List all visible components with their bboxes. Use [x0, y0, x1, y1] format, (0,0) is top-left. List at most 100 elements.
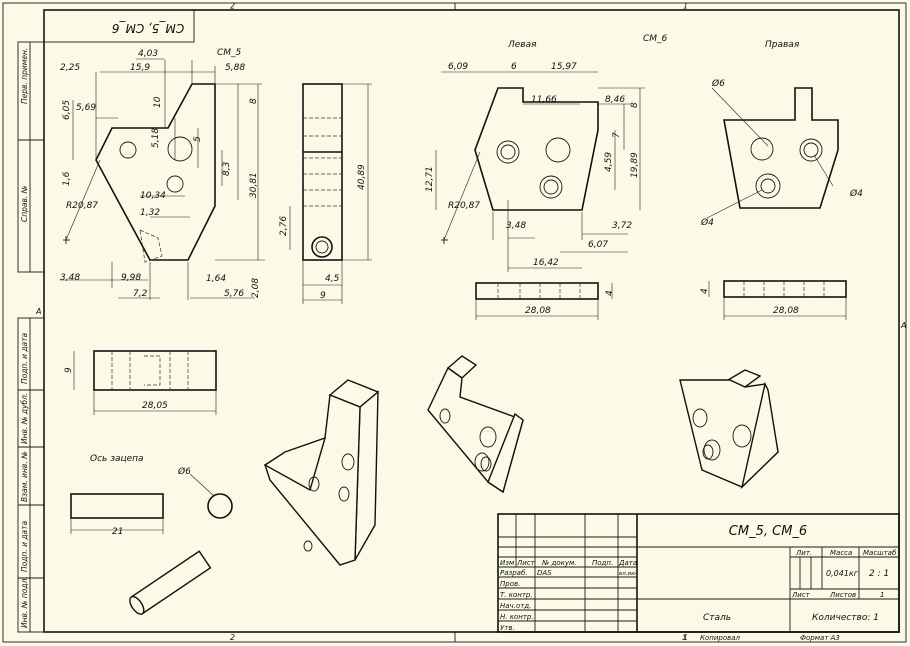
- dim-15-9: 15,9: [130, 63, 150, 73]
- tb-col-podp: Подп.: [592, 559, 613, 567]
- dim-10-34: 10,34: [140, 191, 166, 201]
- tb-row-nkontr: Н. контр.: [500, 613, 534, 621]
- cm5-bottom-view: 9 28,05: [64, 350, 217, 415]
- field-vzam-inv: Взам. инв. №: [20, 451, 29, 502]
- cm6-left-bottom-view: 4 28,08: [475, 282, 615, 320]
- dim-8-3: 8,3: [222, 161, 232, 176]
- field-sprav-no: Справ. №: [20, 185, 29, 222]
- tb-row-tkontr: Т. контр.: [500, 591, 533, 599]
- tb-format: Формат A3: [800, 634, 840, 642]
- right-label: Правая: [765, 40, 800, 50]
- dim-40-89: 40,89: [357, 164, 367, 190]
- tb-row-utv: Утв.: [500, 624, 515, 632]
- dim-9-side: 9: [320, 291, 326, 301]
- title-block-name: СМ_5, СМ_6: [729, 524, 807, 539]
- dim-11-66: 11,66: [531, 95, 557, 105]
- zone-bottom-right: 1: [683, 633, 688, 642]
- dim-12-71: 12,71: [425, 166, 435, 192]
- dim-8-b: 8: [630, 102, 640, 108]
- cm6-left-isometric: [427, 355, 524, 494]
- tb-developer: DAS: [537, 569, 552, 577]
- cm5-side-view: 40,89 2,76 4,5 9: [279, 83, 372, 304]
- dim-6-07: 6,07: [588, 240, 608, 250]
- dim-8: 8: [249, 98, 259, 104]
- tb-lit-label: Лит.: [795, 549, 812, 557]
- axle-label: Ось зацепа: [90, 454, 144, 464]
- axle-view: Ось зацепа 21 Ø6: [70, 454, 233, 615]
- dim-d4-right-a: Ø4: [849, 188, 863, 199]
- dim-1-64: 1,64: [206, 274, 226, 284]
- dim-3-48: 3,48: [60, 273, 80, 283]
- dim-1-32: 1,32: [140, 208, 160, 218]
- dim-5-88: 5,88: [225, 63, 245, 73]
- dim-21: 21: [112, 527, 123, 537]
- tb-scale-label: Масштаб: [863, 549, 897, 557]
- dim-6-09: 6,09: [448, 62, 468, 72]
- dim-5-18: 5,18: [151, 128, 161, 148]
- dim-3-48-b: 3,48: [506, 221, 526, 231]
- tb-row-nachotd: Нач.отд.: [500, 602, 531, 610]
- side-strip-bottom: Подп. и дата Инв. № дубл. Взам. инв. № П…: [17, 317, 45, 633]
- tb-material: Сталь: [703, 613, 731, 623]
- dim-d6-axle: Ø6: [177, 466, 191, 477]
- cm5-isometric: [263, 379, 380, 566]
- dim-5-69: 5,69: [76, 103, 96, 113]
- dim-2-25: 2,25: [60, 63, 80, 73]
- field-perv-primen: Перв. примен.: [20, 48, 29, 104]
- dim-d4-right-b: Ø4: [700, 217, 714, 228]
- dim-3-72: 3,72: [612, 221, 632, 231]
- tb-col-date: Дата: [618, 559, 637, 567]
- left-label: Левая: [507, 40, 537, 50]
- dim-4-5: 4,5: [325, 274, 340, 284]
- dim-4-59: 4,59: [604, 152, 614, 172]
- dim-8-46: 8,46: [605, 95, 625, 105]
- field-inv-dubl: Инв. № дубл.: [20, 393, 29, 444]
- dim-6-05: 6,05: [62, 100, 72, 120]
- dim-19-89: 19,89: [630, 152, 640, 178]
- cm6-label: СМ_6: [643, 34, 668, 44]
- tb-copied: Копировал: [700, 634, 741, 642]
- dim-2-08: 2,08: [251, 278, 261, 298]
- dim-4-right-bottom: 4: [700, 288, 710, 294]
- tb-scale: 2 : 1: [869, 569, 889, 579]
- dim-6: 6: [511, 62, 517, 72]
- zone-top-left: 2: [230, 2, 235, 11]
- tb-bottom-page: 1: [682, 634, 686, 642]
- dim-16-42: 16,42: [533, 258, 559, 268]
- dim-7-2: 7,2: [133, 289, 148, 299]
- cm5-label: СМ_5: [217, 48, 242, 58]
- zone-right-mid: A: [900, 321, 906, 330]
- cm6-left-view: Левая СМ_6 6,09 6 15,97 11,66 8,46 8 7 4…: [425, 34, 668, 272]
- dim-9-98: 9,98: [121, 273, 141, 283]
- dim-28-08-left: 28,08: [525, 306, 551, 316]
- dim-2-76: 2,76: [279, 216, 289, 236]
- top-stamp-text: СМ_5, СМ_6: [111, 21, 184, 35]
- cm5-front-view: СМ_5 4,03 2,25 15,9 5,88 6,05 5,69 10 8 …: [60, 48, 265, 300]
- dim-5: 5: [193, 136, 203, 142]
- dim-10: 10: [153, 96, 163, 108]
- zone-left-mid: A: [35, 307, 41, 316]
- tb-sheet-label: Лист: [791, 591, 811, 599]
- cm6-right-bottom-view: 4 28,08: [700, 280, 847, 320]
- tb-col-doc: № докум.: [541, 559, 577, 567]
- zone-top-right: 1: [683, 2, 688, 11]
- top-stamp: СМ_5, СМ_6: [43, 9, 195, 43]
- dim-4-left-bottom: 4: [605, 290, 615, 296]
- tb-row-prov: Пров.: [500, 580, 520, 588]
- tb-sheets-label: Листов: [829, 591, 856, 599]
- title-block: СМ_5, СМ_6 Изм Лист № докум. Подп. Дата …: [497, 513, 900, 642]
- dim-9-bottom: 9: [64, 367, 74, 373]
- tb-row-razrab: Разраб.: [500, 569, 528, 577]
- dim-r20-87: R20,87: [66, 201, 98, 211]
- cm6-right-view: Правая Ø6 Ø4 Ø4: [700, 40, 863, 228]
- tb-quantity: Количество: 1: [812, 613, 879, 623]
- field-podp-data-1: Подп. и дата: [20, 333, 29, 384]
- tb-date: вл.ию: [619, 571, 636, 577]
- dim-d6-right: Ø6: [711, 78, 725, 89]
- dim-15-97: 15,97: [551, 62, 577, 72]
- dim-28-08-right: 28,08: [773, 306, 799, 316]
- field-podp-data-2: Подп. и дата: [20, 521, 29, 572]
- dim-4-03: 4,03: [138, 49, 158, 59]
- field-inv-podl: Инв. № подл.: [20, 576, 29, 628]
